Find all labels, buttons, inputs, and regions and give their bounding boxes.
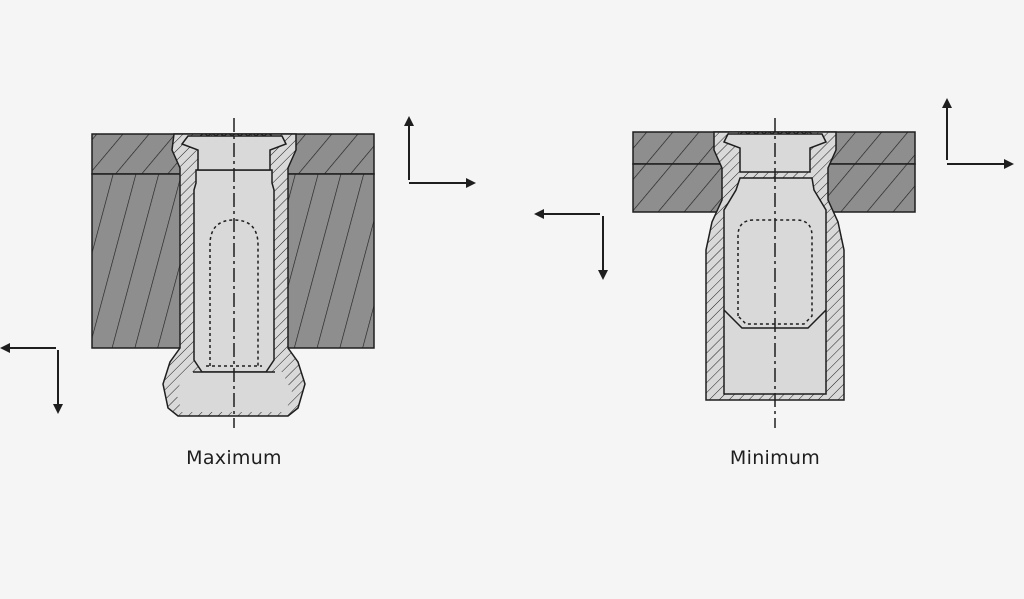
maximum-grip-section [91,118,375,428]
arrow-left-down-icon [0,343,63,414]
arrow-up-right-icon [942,98,1014,169]
rivet-nut-body [705,131,845,401]
arrow-left-down-icon [534,209,608,280]
minimum-grip-section [632,118,916,428]
caption-minimum: Minimum [729,447,821,469]
caption-maximum: Maximum [186,447,282,469]
arrow-up-right-icon [404,116,476,188]
